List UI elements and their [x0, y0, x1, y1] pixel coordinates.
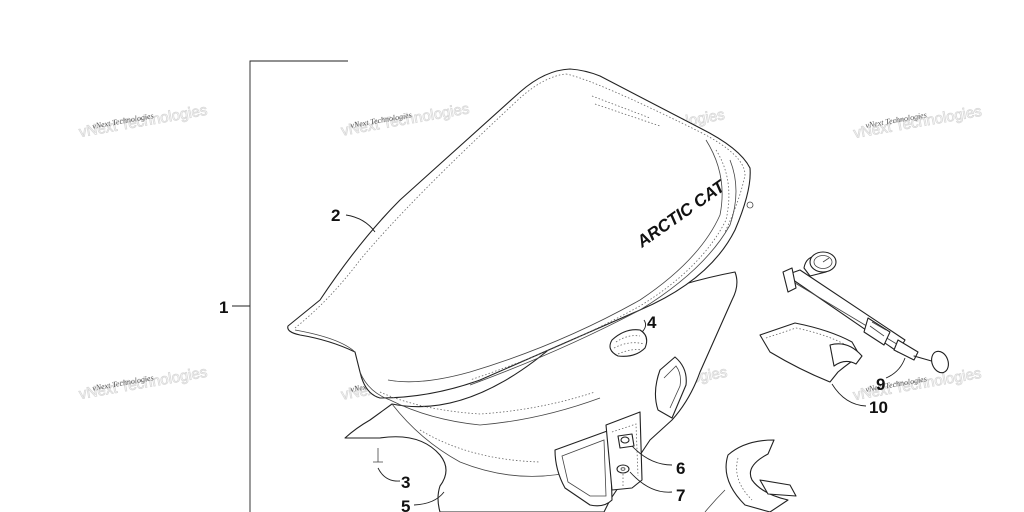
watermark-5: vNext Technologies vNext Technologies — [77, 363, 209, 403]
seat-trim-stitch — [469, 149, 730, 381]
washer — [616, 464, 630, 474]
watermark-4: vNext Technologies vNext Technologies — [852, 102, 984, 142]
seat-strap — [704, 439, 797, 512]
pouch-flap — [829, 343, 863, 367]
seat-emblem-line-2 — [594, 103, 661, 127]
tire-pump — [782, 251, 949, 374]
callout-3: 3 — [401, 473, 410, 492]
washer-hole — [620, 467, 626, 471]
seat-hinge-tab — [654, 356, 687, 419]
seat-trim-line-2 — [469, 159, 737, 386]
leader-6 — [631, 445, 673, 466]
part-3-rivet — [373, 448, 383, 463]
strap-end — [759, 479, 797, 497]
callout-9: 9 — [876, 375, 885, 394]
leader-10 — [831, 383, 867, 407]
seat-side-skirt — [359, 371, 601, 426]
seat-pan-edge — [391, 403, 581, 477]
leader-7 — [629, 471, 673, 493]
leader-5 — [413, 491, 445, 506]
pump-handle-knob — [931, 350, 949, 374]
seat-trim-line-1 — [387, 139, 723, 383]
strap-stitch — [736, 457, 753, 501]
seat-front-crease — [294, 329, 356, 353]
pump-grip — [863, 317, 891, 346]
seat-cover: ARCTIC CAT — [287, 68, 754, 426]
pressure-gauge-needle — [822, 257, 830, 263]
seat-rear-pin — [746, 201, 754, 209]
nut-body — [617, 433, 635, 449]
leader-4 — [641, 319, 647, 333]
seat-skirt-stitch — [379, 391, 596, 415]
pouch-body — [759, 322, 861, 383]
seat-cover-body — [287, 68, 751, 399]
leader-3 — [377, 467, 401, 482]
callout-1: 1 — [219, 298, 228, 317]
callout-6: 6 — [676, 459, 685, 478]
strap-band — [725, 439, 789, 512]
watermark-2: vNext Technologies vNext Technologies — [339, 100, 471, 140]
seat-stitch-top — [565, 73, 746, 233]
seat-pan-stitch — [419, 429, 541, 463]
pump-grip-lines — [869, 321, 887, 337]
foam-pad-texture — [613, 335, 645, 355]
strap-tail — [704, 489, 726, 512]
callout-10: 10 — [869, 398, 888, 417]
storage-pouch — [759, 322, 863, 383]
pump-head — [782, 267, 797, 293]
pressure-gauge-face — [813, 255, 833, 269]
pump-collar — [893, 339, 919, 361]
callout-7: 7 — [676, 486, 685, 505]
callout-5: 5 — [401, 497, 410, 512]
pouch-stitch — [765, 327, 849, 347]
watermark-1: vNext Technologies vNext Technologies — [77, 101, 209, 141]
latch-plate-stitch — [611, 423, 639, 477]
seat-stitch-left — [294, 73, 567, 329]
latch-bracket-inner — [561, 439, 607, 497]
seat-hinge-detail — [663, 365, 681, 409]
leader-9 — [885, 357, 906, 379]
assembly-bracket — [249, 60, 348, 512]
nut — [617, 433, 635, 449]
leader-2 — [345, 214, 376, 233]
callout-4: 4 — [647, 313, 657, 332]
callout-2: 2 — [331, 206, 340, 225]
latch-plate — [605, 411, 643, 491]
latch-bracket — [554, 429, 613, 507]
nut-hole — [620, 436, 630, 444]
